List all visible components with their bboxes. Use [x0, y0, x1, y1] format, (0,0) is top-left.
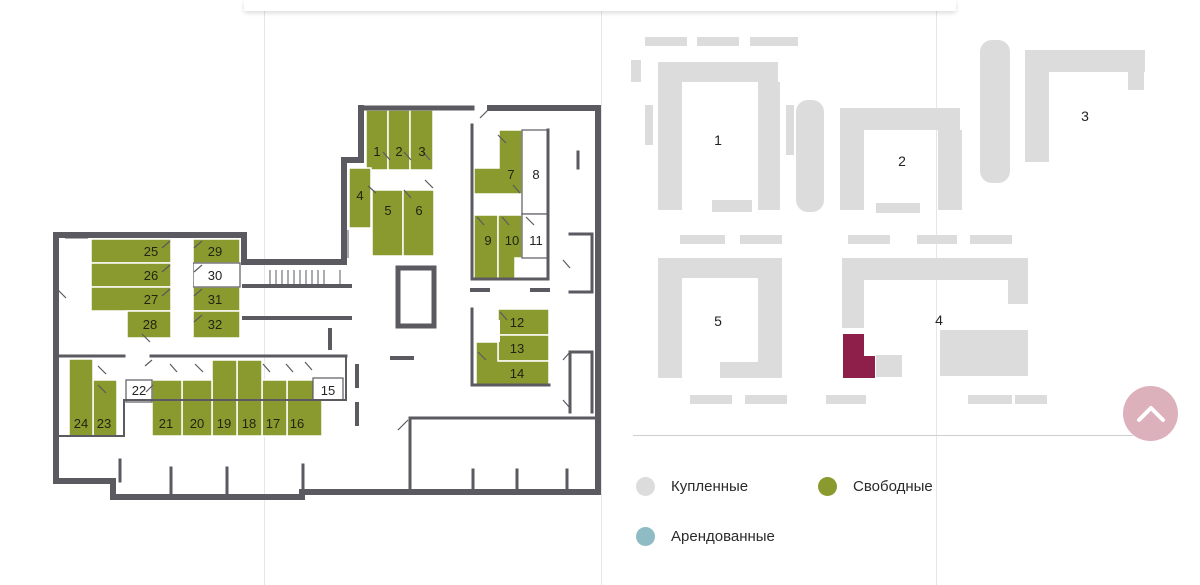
cell-label-27: 27: [144, 292, 158, 307]
cell-label-22: 22: [132, 383, 146, 398]
top-card: [244, 0, 956, 11]
cell-label-9: 9: [484, 233, 491, 248]
site-map: [631, 37, 1145, 404]
cell-label-14: 14: [510, 366, 524, 381]
building-2[interactable]: [840, 108, 962, 213]
storage-cell-28[interactable]: [126, 310, 172, 339]
storage-cell-30[interactable]: [192, 262, 241, 288]
building-label-3: 3: [1081, 108, 1089, 124]
storage-cell-2[interactable]: [387, 109, 411, 171]
storage-cell-5[interactable]: [371, 189, 404, 257]
building-5[interactable]: [658, 235, 787, 404]
cell-label-15: 15: [321, 383, 335, 398]
storage-cell-22[interactable]: [125, 379, 153, 403]
cell-label-8: 8: [532, 167, 539, 182]
cell-label-20: 20: [190, 416, 204, 431]
storage-cell-25[interactable]: [90, 238, 172, 264]
walls: [53, 105, 601, 500]
storage-cell-26[interactable]: [90, 262, 172, 288]
storage-cell-17[interactable]: [261, 379, 288, 437]
cell-label-1: 1: [373, 144, 380, 159]
building-1[interactable]: [631, 37, 798, 212]
building-4[interactable]: [826, 235, 1047, 404]
cell-label-4: 4: [356, 188, 363, 203]
building-tower-b[interactable]: [980, 40, 1010, 183]
cell-label-26: 26: [144, 268, 158, 283]
storage-cell-1[interactable]: [365, 109, 389, 171]
cell-label-31: 31: [208, 292, 222, 307]
legend-label-free: Свободные: [853, 478, 933, 495]
cell-label-30: 30: [208, 268, 222, 283]
guide-line: [936, 0, 937, 585]
storage-cell-24[interactable]: [68, 358, 94, 437]
legend-item-rented[interactable]: Арендованные: [636, 527, 775, 546]
storage-cell-3[interactable]: [409, 109, 434, 171]
selected-section[interactable]: [843, 334, 875, 378]
cell-label-3: 3: [418, 144, 425, 159]
cell-label-12: 12: [510, 315, 524, 330]
storage-cell-13[interactable]: [497, 334, 550, 362]
legend-label-purchased: Купленные: [671, 478, 749, 495]
cell-label-6: 6: [415, 203, 422, 218]
cell-label-16: 16: [290, 416, 304, 431]
cell-label-28: 28: [143, 317, 157, 332]
doors: [57, 109, 571, 431]
legend-divider: [633, 435, 1133, 436]
legend-dot-free: [818, 477, 837, 496]
legend-dot-purchased: [636, 477, 655, 496]
cell-label-29: 29: [208, 244, 222, 259]
storage-cell-4[interactable]: [348, 167, 372, 229]
building-tower-a[interactable]: [796, 100, 824, 212]
building-label-2: 2: [898, 153, 906, 169]
legend-item-free[interactable]: Свободные: [818, 477, 933, 496]
legend-dot-rented: [636, 527, 655, 546]
cell-label-2: 2: [395, 144, 402, 159]
cell-label-23: 23: [97, 416, 111, 431]
cell-labels: 1 2 3 4 5 6 7 8 9 10 11 12 13 14 15 16 1…: [74, 144, 543, 431]
building-label-5: 5: [714, 313, 722, 329]
guide-line: [264, 0, 265, 585]
stairs: [65, 230, 349, 286]
cell-label-18: 18: [242, 416, 256, 431]
storage-cell-27[interactable]: [90, 286, 172, 312]
cell-label-5: 5: [384, 203, 391, 218]
storage-cell-23[interactable]: [92, 379, 118, 437]
cell-label-11: 11: [529, 233, 543, 248]
legend-label-rented: Арендованные: [671, 528, 775, 545]
cell-label-24: 24: [74, 416, 88, 431]
storage-cell-9[interactable]: [473, 214, 499, 280]
scroll-top-button[interactable]: [1123, 386, 1178, 441]
storage-cell-21[interactable]: [151, 379, 183, 437]
storage-cell-6[interactable]: [402, 189, 435, 257]
cell-label-32: 32: [208, 317, 222, 332]
legend-item-purchased[interactable]: Купленные: [636, 477, 748, 496]
cell-label-7: 7: [507, 167, 514, 182]
cell-label-10: 10: [505, 233, 519, 248]
building-label-1: 1: [714, 132, 722, 148]
guide-line: [601, 0, 602, 585]
storage-cell-7[interactable]: [473, 129, 523, 195]
cell-label-19: 19: [217, 416, 231, 431]
storage-cell-19[interactable]: [211, 359, 238, 437]
building-labels: 1 2 3 4 5: [714, 108, 1089, 329]
chevron-up-icon: [1136, 405, 1165, 422]
building-3[interactable]: [1025, 50, 1145, 162]
storage-cell-20[interactable]: [181, 379, 213, 437]
cell-label-25: 25: [144, 244, 158, 259]
storage-cells: [68, 109, 550, 437]
cell-label-17: 17: [266, 416, 280, 431]
building-label-4: 4: [935, 312, 943, 328]
cell-label-21: 21: [159, 416, 173, 431]
cell-label-13: 13: [510, 341, 524, 356]
storage-cell-11[interactable]: [521, 213, 549, 259]
